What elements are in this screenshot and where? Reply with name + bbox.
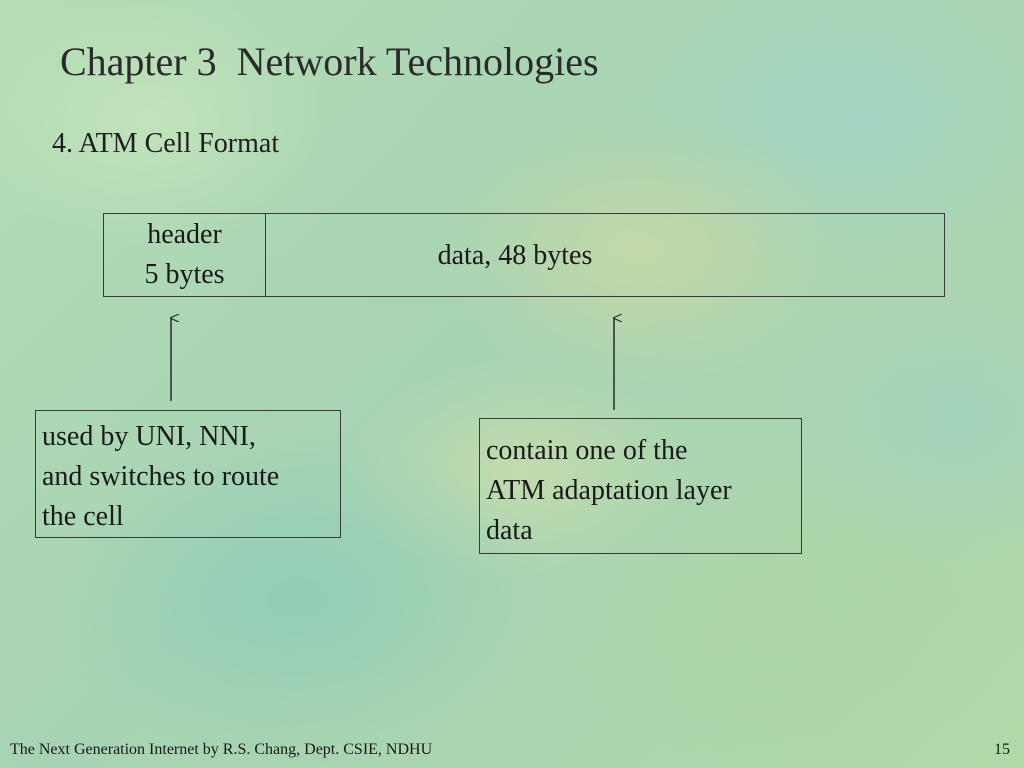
- page-number: 15: [994, 741, 1010, 758]
- footer-credit: The Next Generation Internet by R.S. Cha…: [10, 741, 433, 758]
- data-annotation-line: data: [486, 515, 533, 546]
- header-annotation-box: used by UNI, NNI, and switches to route …: [35, 410, 341, 538]
- cell-header-field: header 5 bytes: [104, 214, 266, 296]
- cell-data-field: data, 48 bytes: [266, 214, 944, 296]
- header-annotation-line: used by UNI, NNI,: [42, 421, 256, 452]
- data-annotation-box: contain one of the ATM adaptation layer …: [479, 418, 802, 554]
- cell-data-label: data, 48 bytes: [437, 240, 593, 271]
- section-heading: 4. ATM Cell Format: [52, 128, 280, 159]
- header-annotation-line: and switches to route: [42, 461, 280, 492]
- cell-header-label: header: [147, 219, 222, 250]
- header-annotation-line: the cell: [42, 501, 124, 532]
- data-annotation-line: ATM adaptation layer: [486, 475, 732, 506]
- slide-title: Chapter 3 Network Technologies: [60, 39, 599, 84]
- atm-cell-diagram: header 5 bytes data, 48 bytes: [103, 213, 945, 297]
- data-annotation-line: contain one of the: [486, 435, 688, 466]
- cell-header-size: 5 bytes: [144, 259, 225, 290]
